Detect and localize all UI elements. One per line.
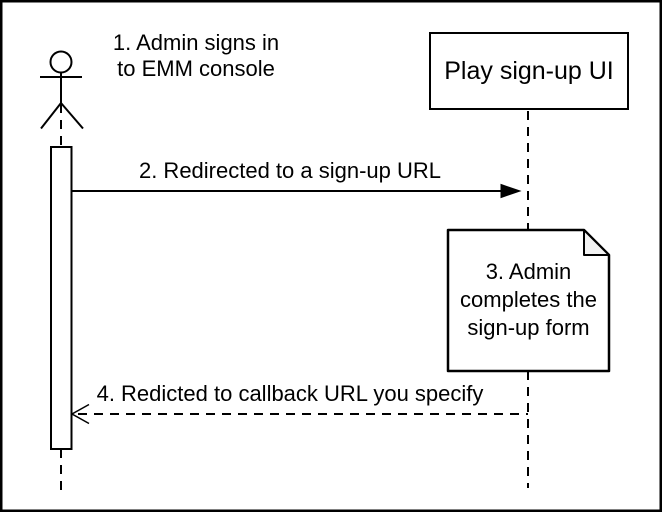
activation-bar xyxy=(50,146,73,450)
note-fold-corner xyxy=(583,229,610,256)
message-redirect-label: 2. Redirected to a sign-up URL xyxy=(138,158,442,183)
actor-head xyxy=(49,50,73,74)
message-callback-arrow xyxy=(70,403,528,425)
play-signup-ui-label: Play sign-up UI xyxy=(444,56,614,85)
actor-leg-left xyxy=(40,102,62,130)
filled-arrowhead-icon xyxy=(500,183,522,199)
message-redirect-arrow xyxy=(72,183,522,199)
note-label: 3. Admin completes the sign-up form xyxy=(460,259,597,340)
note-shape xyxy=(446,228,611,373)
note-body xyxy=(446,228,611,373)
message-callback-label: 4. Redicted to callback URL you specify xyxy=(96,381,484,406)
actor-step-label: 1. Admin signs in to EMM console xyxy=(112,30,280,81)
actor-leg-right xyxy=(60,102,84,130)
actor-figure xyxy=(40,50,84,130)
play-signup-ui-box: Play sign-up UI xyxy=(429,32,629,110)
open-arrowhead-icon xyxy=(70,403,90,425)
